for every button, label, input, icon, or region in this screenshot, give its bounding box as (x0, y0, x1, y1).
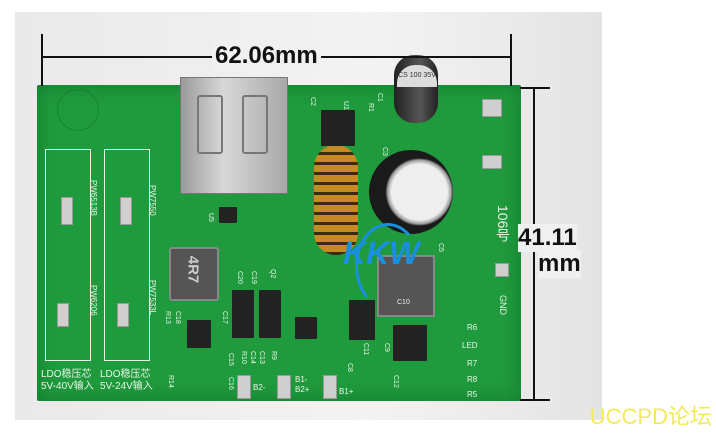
chip-u1 (321, 110, 355, 146)
pad-label: B2- (253, 383, 266, 392)
ldo-title: LDO稳压芯 (100, 369, 151, 380)
component-label: C8 (346, 363, 353, 372)
ldo-pad (117, 303, 129, 327)
ldo-part-label: PW7533L (148, 280, 157, 316)
gnd-pad (495, 263, 509, 277)
ldo-part-label: PW6206 (89, 285, 98, 316)
chip (232, 290, 254, 338)
chip (393, 325, 427, 361)
pad-label: B1- (295, 375, 308, 384)
component-label: C12 (392, 375, 399, 388)
ldo-input-range: 5V-24V输入 (100, 381, 153, 392)
component-label: C15 (227, 353, 234, 366)
component-label: C16 (227, 377, 234, 390)
board-number: 106号 (495, 205, 511, 243)
chip-u5 (219, 207, 237, 223)
resistor-label: R5 (467, 390, 478, 399)
ldo-title: LDO稳压芯 (41, 369, 92, 380)
dimension-tick (510, 34, 512, 86)
dimension-tick (41, 34, 43, 86)
watermark: UCCPD论坛 (589, 404, 712, 429)
height-dimension-value: 41.11 (518, 224, 577, 252)
pad-b1-plus (323, 375, 337, 399)
component-label: R9 (270, 351, 277, 360)
pad-b2-minus (237, 375, 251, 399)
inductor-4r7 (169, 247, 219, 301)
ldo-pad (57, 303, 69, 327)
gnd-label: GND (498, 295, 508, 315)
resistor-label: R7 (467, 359, 478, 368)
capacitor-label: CS 100 35V (397, 65, 437, 87)
ldo-part-label: PW6513B (89, 180, 98, 217)
kkw-logo-ring (355, 223, 421, 309)
component-label: C17 (221, 311, 228, 324)
pad (482, 155, 502, 169)
pad-label: B1+ (339, 387, 354, 396)
component-label: C3 (381, 147, 388, 156)
ldo-part-label: PW7550 (148, 185, 157, 216)
chip (295, 317, 317, 339)
resistor-label: R6 (467, 323, 478, 332)
dimension-tick (520, 87, 550, 89)
inductor-label: 4R7 (184, 255, 202, 284)
component-label: C9 (383, 343, 390, 352)
component-label: U5 (207, 213, 214, 222)
ldo-pad (120, 197, 132, 225)
pad-label: B2+ (295, 385, 310, 394)
width-dimension: 62.06mm (212, 42, 321, 70)
height-dimension-unit: mm (538, 250, 581, 278)
pad-b1-minus (277, 375, 291, 399)
capacitor-large (369, 150, 453, 234)
dimension-tick (520, 399, 550, 401)
component-label: R13 (164, 311, 171, 324)
component-label: Q2 (269, 269, 276, 279)
chip (259, 290, 281, 338)
chip (349, 300, 375, 340)
usb-pin (197, 95, 223, 154)
component-label: C13 (258, 351, 265, 364)
component-label: C2 (309, 97, 316, 106)
ldo-section-right (104, 149, 150, 361)
component-label: C14 (249, 351, 256, 364)
component-label: C1 (376, 93, 383, 102)
resistor-label: R8 (467, 375, 478, 384)
component-label: C5 (437, 243, 444, 252)
toroid-inductor (314, 145, 358, 255)
board-logo-mark (57, 89, 99, 131)
component-label: C11 (362, 343, 369, 356)
ldo-section-left (45, 149, 91, 361)
pcb-board: PW6513B PW6206 PW7550 PW7533L LDO稳压芯 5V-… (37, 55, 521, 401)
component-label: C10 (397, 299, 410, 306)
component-label: C20 (236, 271, 243, 284)
component-label: R10 (240, 351, 247, 364)
chip (187, 320, 211, 348)
component-label: U1 (342, 101, 349, 110)
ldo-pad (61, 197, 73, 225)
resistor-label: LED (462, 341, 478, 350)
component-label: R14 (167, 375, 174, 388)
component-label: C19 (250, 271, 257, 284)
pad (482, 99, 502, 117)
component-label: C18 (174, 311, 181, 324)
usb-pin (242, 95, 268, 154)
ldo-input-range: 5V-40V输入 (41, 381, 94, 392)
component-label: R1 (367, 103, 374, 112)
